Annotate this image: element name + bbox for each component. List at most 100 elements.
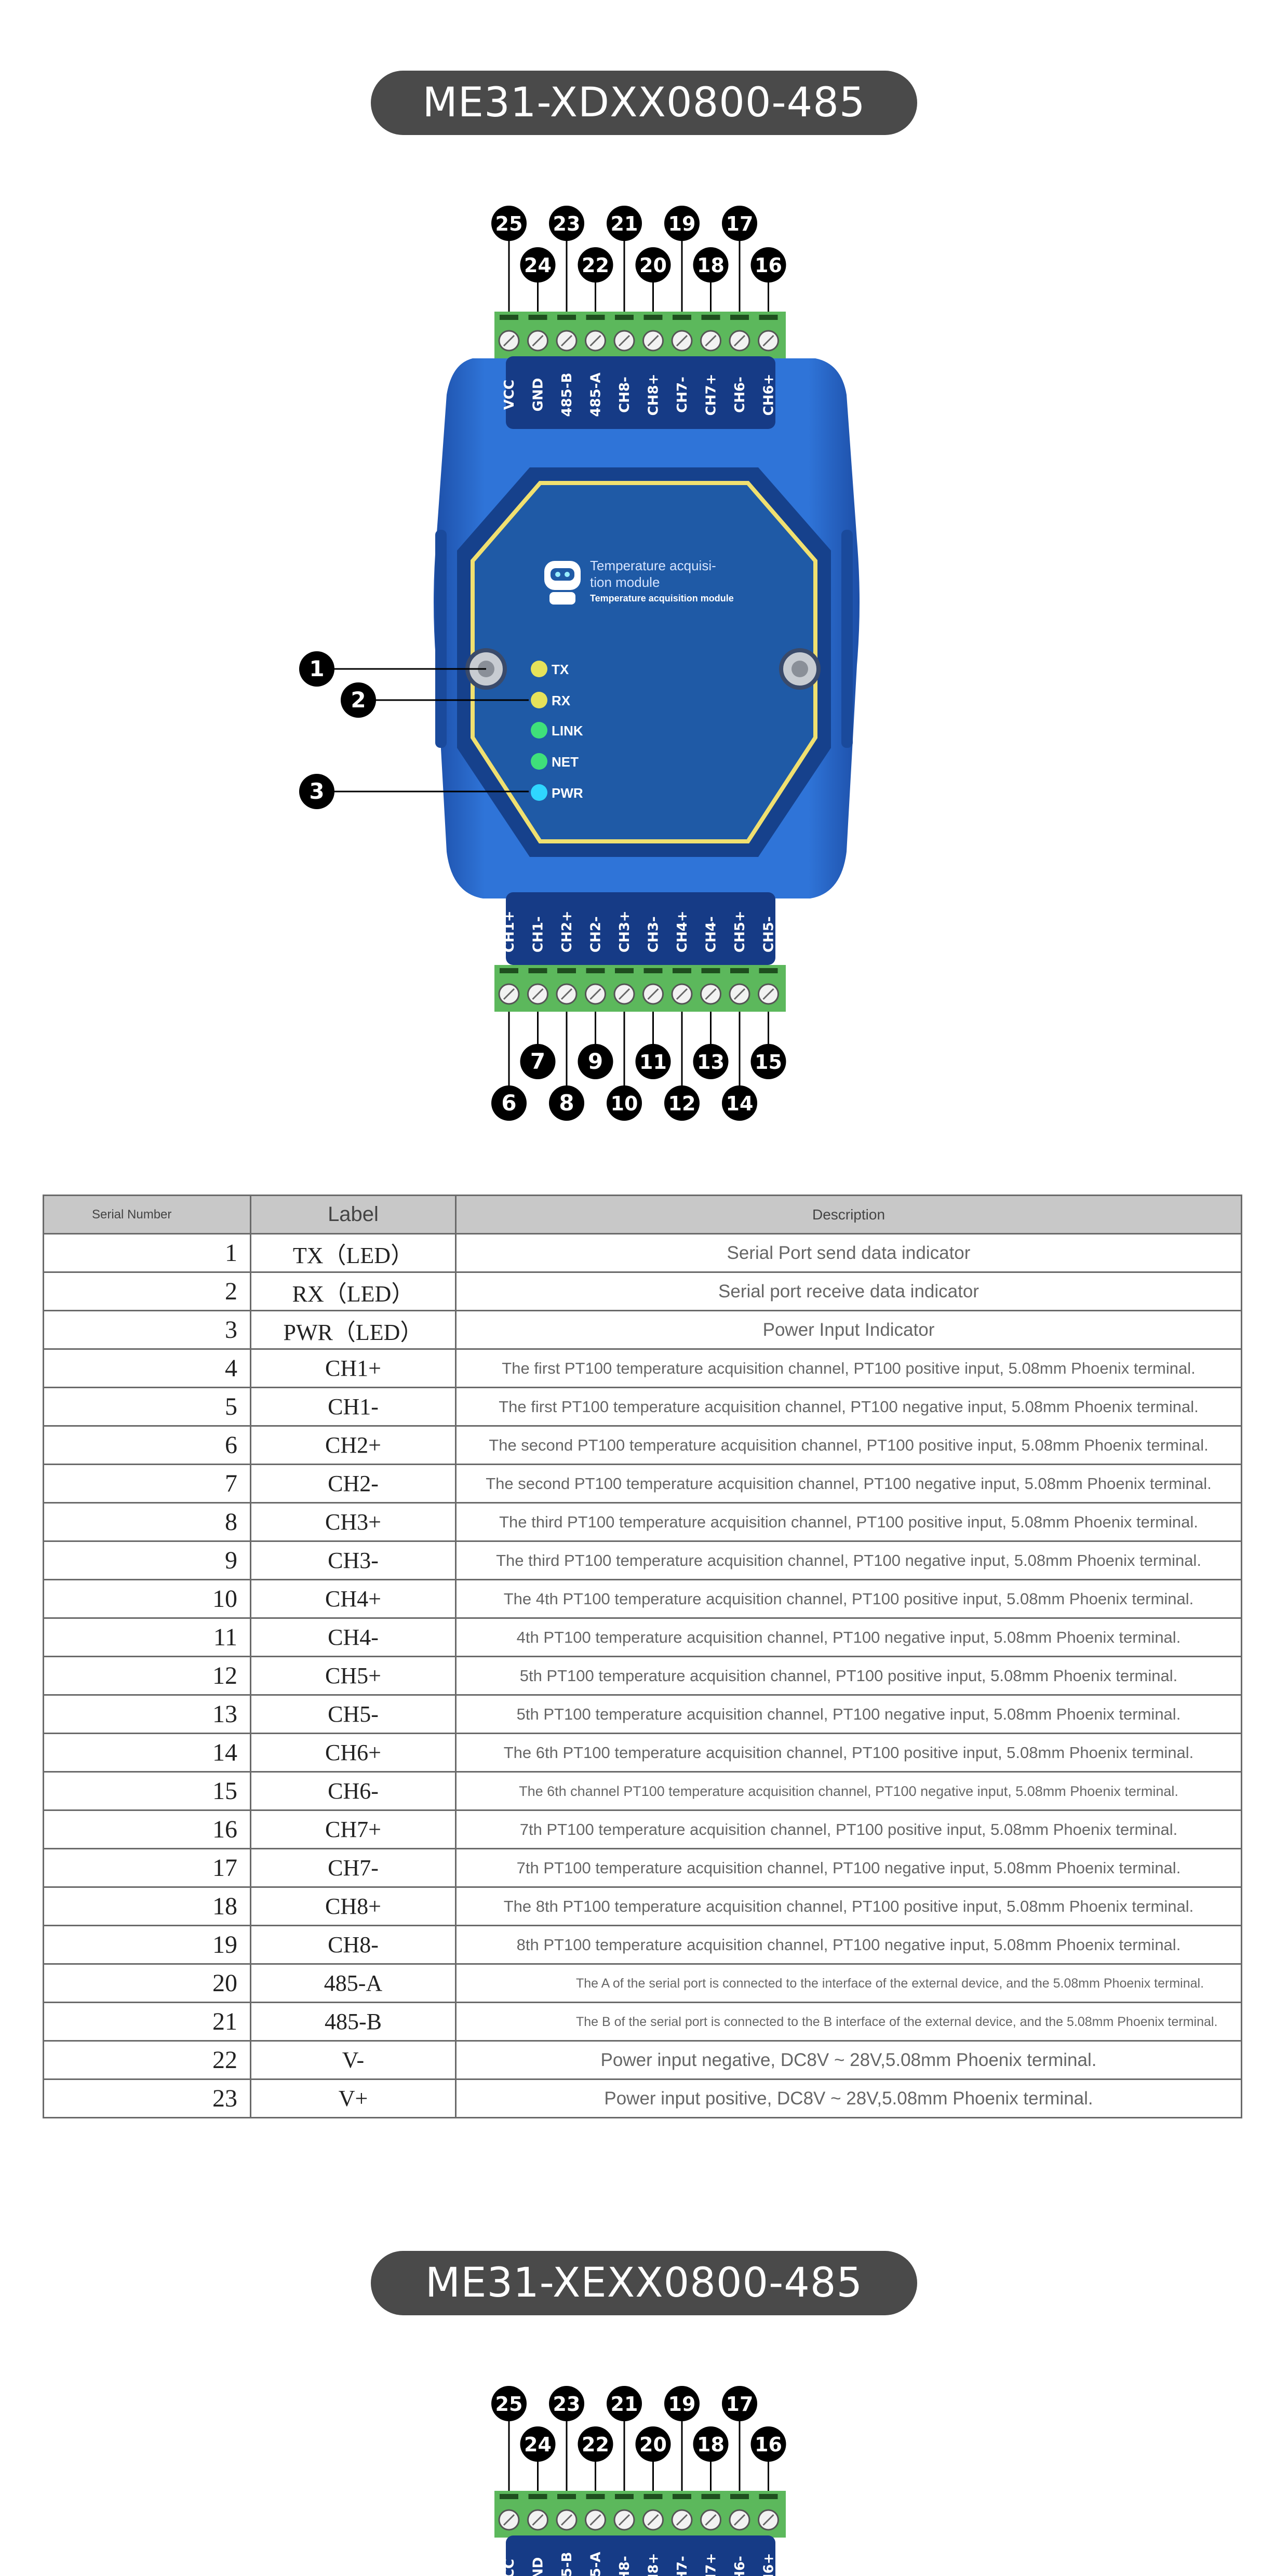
callout-10-text: 10 [611,1092,638,1115]
terminal-slot [701,315,720,320]
callout-22-text: 22 [582,2433,609,2456]
cell-label: CH8- [250,1925,457,1965]
callout-11 [635,1044,671,1079]
terminal-label: 485-A [588,372,604,417]
callout-17-text: 17 [726,212,754,235]
callout-20 [635,247,671,283]
terminal-label: CH6- [732,2556,748,2576]
callout-19 [664,2386,700,2421]
terminal-label: CH7- [675,2556,690,2576]
callout-21-text: 21 [611,2393,638,2416]
screw-slot [676,2514,688,2526]
callout-25-text: 25 [495,2393,523,2416]
screw-slot [676,334,688,347]
panel [471,481,817,843]
callout-21 [607,206,642,241]
callout-23-text: 23 [553,2393,581,2416]
cell-label: CH3+ [250,1502,457,1542]
callout-12 [664,1085,700,1121]
callout-25 [491,2386,527,2421]
screw-slot [589,334,601,347]
led-label-tx: TX [552,662,569,677]
cell-serial: 3 [43,1310,251,1350]
callout-14 [722,1085,757,1121]
screw-slot [532,334,544,347]
terminal-label: GND [531,378,546,412]
cell-description: The 8th PT100 temperature acquisition ch… [455,1886,1242,1926]
screw-slot [762,988,774,1000]
led-rx [531,692,547,708]
callout-side-1 [299,651,334,687]
cell-label: RX（LED） [250,1271,457,1311]
callout-23 [549,206,584,241]
cell-serial: 11 [43,1617,251,1657]
screw-slot [647,988,659,1000]
terminal-slot [586,2494,605,2499]
callout-14-text: 14 [726,1092,754,1115]
callout-15-text: 15 [755,1051,782,1074]
terminal-label: CH2+ [559,910,575,952]
panel-title-line1: Temperature acquisi- [590,558,716,573]
screw-slot [618,2514,630,2526]
screw-slot [676,988,688,1000]
cell-serial: 22 [43,2040,251,2080]
cell-description: Power input negative, DC8V ~ 28V,5.08mm … [455,2040,1242,2080]
cell-serial: 14 [43,1733,251,1773]
screw-slot [560,2514,573,2526]
callout-17 [722,2386,757,2421]
terminal-slot [528,968,547,973]
callout-18-text: 18 [697,2433,725,2456]
cell-serial: 18 [43,1886,251,1926]
cell-description: 4th PT100 temperature acquisition channe… [455,1617,1242,1657]
cell-label: PWR（LED） [250,1310,457,1350]
callout-side-2 [341,682,376,718]
terminal-slot [528,315,547,320]
screw-slot [560,334,573,347]
screw-slot [589,988,601,1000]
terminal-label: 485-B [559,2552,575,2576]
screw-slot [705,2514,717,2526]
cell-serial: 15 [43,1771,251,1811]
led-label-rx: RX [552,693,571,708]
terminal-label: CH8- [617,377,633,413]
callout-9 [578,1044,613,1079]
callout-20 [635,2426,671,2462]
cell-description: The 6th PT100 temperature acquisition ch… [455,1733,1242,1773]
callout-9-text: 9 [588,1049,603,1074]
terminal-label: CH6+ [761,2553,777,2576]
cell-description: Serial port receive data indicator [455,1271,1242,1311]
screw-slot [503,334,515,347]
cell-label: CH4+ [250,1579,457,1619]
led-label-net: NET [552,754,579,770]
terminal-slot [759,315,778,320]
terminal-slot [586,968,605,973]
callout-13-text: 13 [697,1051,725,1074]
callout-17 [722,206,757,241]
screw-slot [733,2514,746,2526]
callout-16-text: 16 [755,2433,782,2456]
terminal-slot [701,968,720,973]
led-tx [531,661,547,677]
terminal-slot [528,2494,547,2499]
right-rib [841,530,853,748]
header-description: Description [455,1195,1242,1235]
terminal-label: CH5+ [732,910,748,952]
terminal-label: CH3- [646,916,662,952]
screw-slot [532,988,544,1000]
callout-10 [607,1085,642,1121]
cell-label: V+ [250,2078,457,2118]
terminal-slot [673,2494,691,2499]
table-header-row: Serial Number Label Description [43,1195,1242,1235]
